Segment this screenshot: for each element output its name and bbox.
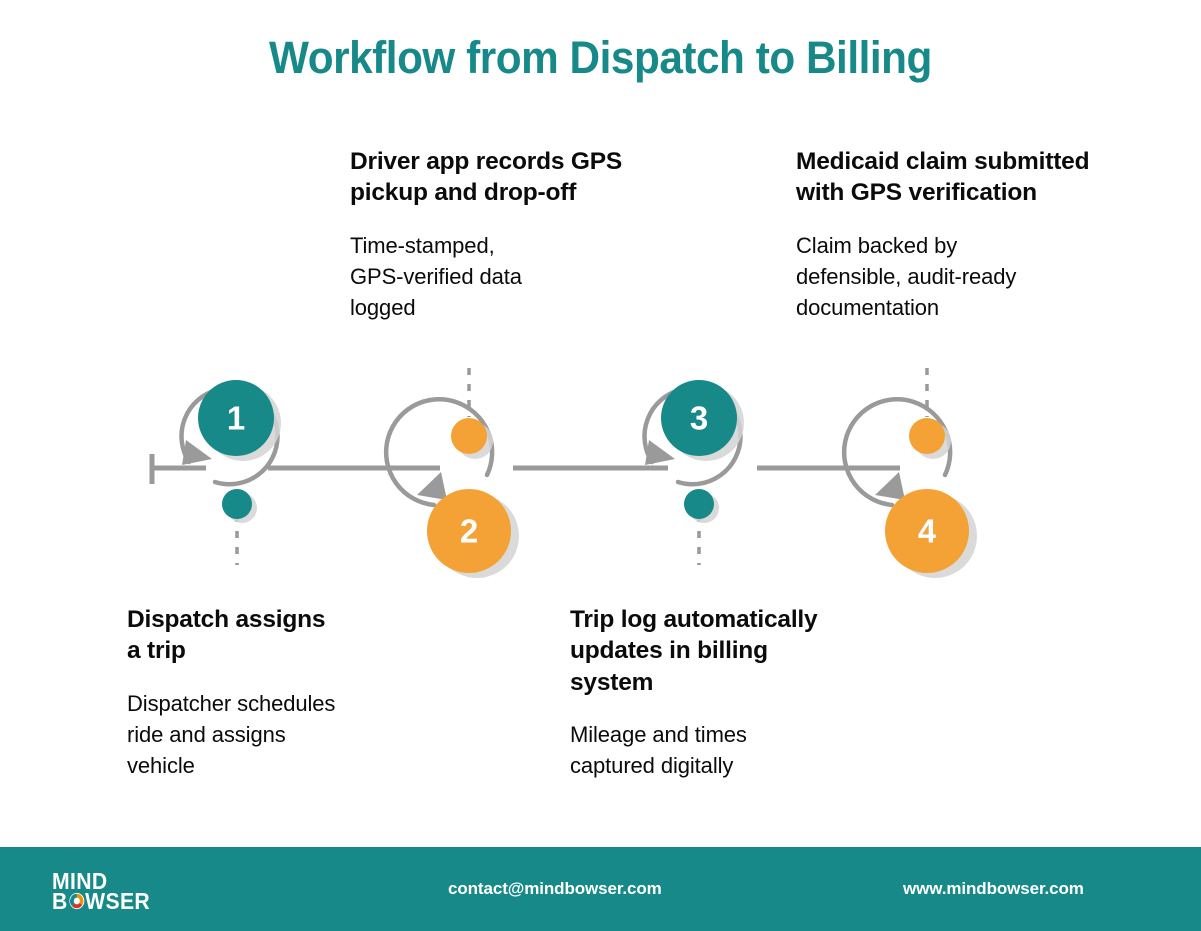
step-3-body: Mileage and times captured digitally <box>570 722 747 779</box>
step-1-arrow-head <box>182 440 212 465</box>
step-4-body: Claim backed by defensible, audit-ready … <box>796 232 1017 321</box>
step-3-heading: Trip log automatically updates in billin… <box>570 606 818 696</box>
step-3-text-block: Trip log automatically updates in billin… <box>570 604 905 782</box>
step-1-dot <box>222 489 252 519</box>
step-3-arrow-head <box>645 440 675 465</box>
timeline-step-2[interactable]: 2 <box>383 397 519 578</box>
step-4-text-block: Medicaid claim submitted with GPS verifi… <box>796 146 1156 323</box>
logo-letter-b: B <box>52 888 68 914</box>
step-4-circle <box>885 489 969 573</box>
step-1-heading: Dispatch assigns a trip <box>127 606 326 665</box>
page-title: Workflow from Dispatch to Billing <box>269 32 932 83</box>
step-3-circle <box>661 380 737 456</box>
step-2-text-block: Driver app records GPS pickup and drop-o… <box>350 146 680 323</box>
step-2-connector <box>451 368 493 459</box>
timeline-axis <box>149 454 900 484</box>
step-2-dot <box>451 418 487 454</box>
step-4-dot <box>909 418 945 454</box>
step-1-number: 1 <box>227 400 245 437</box>
logo-text-bowser: B WSER <box>52 888 190 914</box>
step-4-connector <box>909 368 951 459</box>
step-4-arrow-head <box>875 472 905 500</box>
step-3-connector <box>684 489 719 565</box>
mindbowser-logo-mark-icon <box>68 892 85 910</box>
step-4-number: 4 <box>918 513 937 550</box>
logo-text-wser: WSER <box>85 888 151 914</box>
timeline-step-1[interactable]: 1 <box>179 380 281 487</box>
footer-email[interactable]: contact@mindbowser.com <box>448 879 662 898</box>
logo-text-mind: MIND <box>52 868 108 894</box>
footer-bar <box>0 847 1201 931</box>
step-2-body: Time-stamped, GPS-verified data logged <box>350 232 522 321</box>
footer-website[interactable]: www.mindbowser.com <box>903 879 1084 898</box>
step-2-circle <box>427 489 511 573</box>
step-2-number: 2 <box>460 513 478 550</box>
step-1-connector <box>222 489 257 565</box>
timeline-step-4[interactable]: 4 <box>841 397 977 578</box>
workflow-timeline: 1 2 <box>149 368 977 578</box>
step-1-body: Dispatcher schedules ride and assigns ve… <box>127 690 336 779</box>
step-3-number: 3 <box>690 400 708 437</box>
step-3-dot <box>684 489 714 519</box>
step-4-heading: Medicaid claim submitted with GPS verifi… <box>796 148 1090 207</box>
timeline-step-3[interactable]: 3 <box>642 380 744 487</box>
step-2-heading: Driver app records GPS pickup and drop-o… <box>350 148 623 207</box>
step-1-circle <box>198 380 274 456</box>
step-2-arrow-head <box>417 472 447 500</box>
mindbowser-logo[interactable]: MIND B WSER <box>52 868 202 914</box>
step-1-text-block: Dispatch assigns a trip Dispatcher sched… <box>127 604 457 781</box>
